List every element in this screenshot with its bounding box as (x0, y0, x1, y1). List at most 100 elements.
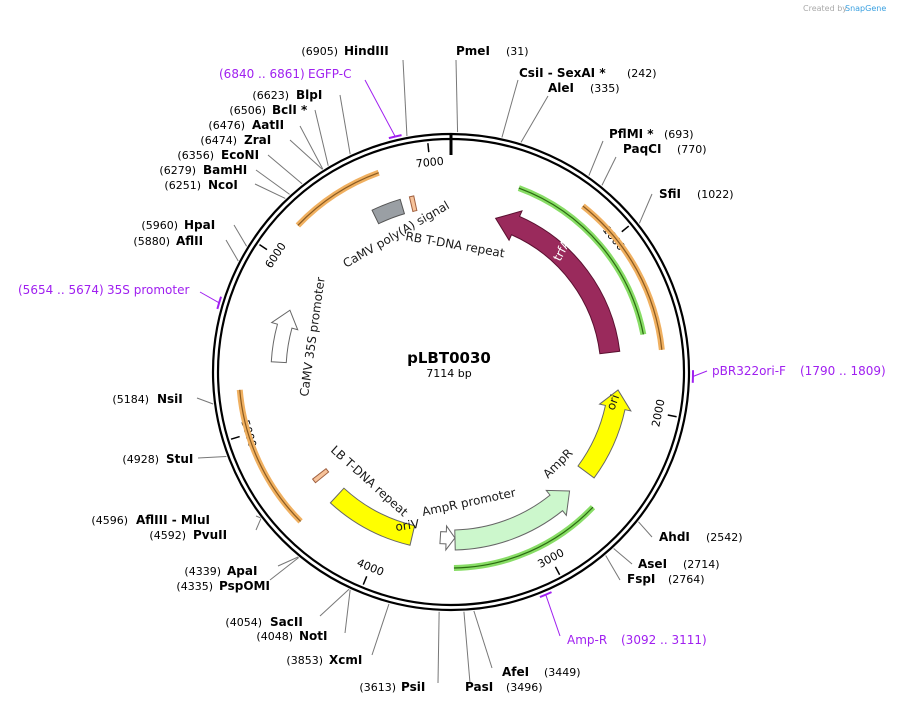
credit-text: Created by (803, 4, 847, 13)
feature-ampr-promoter (439, 524, 456, 552)
site-leader-line (289, 139, 323, 170)
site-leader-line (197, 456, 227, 459)
primer-leader-line (199, 291, 220, 304)
site-pos: (2714) (683, 558, 720, 571)
site-leader-line (255, 518, 262, 531)
site-leader-line (638, 521, 653, 538)
site-pos: (6905) (301, 45, 338, 58)
feature-camv-polya (371, 198, 406, 225)
tick-mark (667, 414, 677, 418)
site-leader-line (255, 515, 261, 519)
site-pos: (4335) (176, 580, 213, 593)
primer-range: (5654 .. 5674) (18, 283, 104, 297)
site-leader-line (344, 589, 351, 634)
tick-mark (362, 576, 368, 585)
site-name: SfiI (659, 187, 681, 201)
site-name: EcoNI (221, 148, 259, 162)
feature-ampr (454, 489, 571, 551)
site-pos: (6474) (200, 134, 237, 147)
site-name: ZraI (244, 133, 271, 147)
site-leader-line (254, 183, 286, 199)
site-pos: (3496) (506, 681, 543, 694)
site-pos: (5960) (141, 219, 178, 232)
primer-mark (539, 591, 552, 599)
site-leader-line (267, 154, 303, 185)
site-name: AfeI (502, 665, 529, 679)
site-pos: (6356) (177, 149, 214, 162)
site-name: PvuII (193, 528, 227, 542)
site-pos: (6623) (252, 89, 289, 102)
primer-mark (216, 296, 222, 310)
site-pos: (6279) (159, 164, 196, 177)
primer-leader-line (692, 370, 708, 377)
feature-trfa (494, 210, 621, 355)
site-pos: (770) (677, 143, 707, 156)
site-leader-line (605, 555, 621, 581)
site-name: XcmI (329, 653, 362, 667)
label-ori: ori (604, 393, 622, 412)
primer-range: (6840 .. 6861) (219, 67, 305, 81)
site-leader-line (196, 397, 214, 405)
site-leader-line (402, 59, 408, 137)
site-name: AflIII - MluI (136, 513, 210, 527)
site-pos: (3853) (286, 654, 323, 667)
label-oriv: oriV (394, 517, 420, 534)
site-name: BclI * (272, 103, 308, 117)
tick-label: 7000 (415, 155, 444, 171)
site-pos: (5880) (133, 235, 170, 248)
site-pos: (242) (627, 67, 657, 80)
site-leader-line (501, 79, 519, 138)
plasmid-size: 7114 bp (426, 367, 471, 380)
primer-name: Amp-R (567, 633, 607, 647)
site-name: PmeI (456, 44, 490, 58)
green-arc-core (518, 187, 644, 335)
primer-mark (388, 134, 402, 140)
site-leader-line (225, 239, 239, 262)
site-pos: (3449) (544, 666, 581, 679)
primer-labels: (6840 .. 6861) EGFP-C (5654 .. 5674) 35S… (18, 67, 886, 647)
primer-name: EGFP-C (308, 67, 351, 81)
orange-arc-core (582, 205, 663, 350)
snapgene-logo: SnapGene (845, 4, 886, 13)
site-leader-line (473, 610, 493, 669)
plasmid-name: pLBT0030 (407, 349, 491, 367)
primer-leader-line (364, 79, 396, 137)
label-ampr-promoter: AmpR promoter (421, 485, 517, 519)
site-name: BlpI (296, 88, 322, 102)
site-name: PflMI * (609, 127, 654, 141)
site-pos: (4048) (256, 630, 293, 643)
site-name: PasI (465, 680, 493, 694)
site-name: SacII (270, 615, 303, 629)
feature-ori (577, 389, 632, 479)
site-name: FspI (627, 572, 655, 586)
site-name: AflII (176, 234, 203, 248)
site-pos: (6251) (164, 179, 201, 192)
site-leader-line (299, 125, 324, 170)
site-pos: (2764) (668, 573, 705, 586)
site-leader-line (638, 193, 653, 224)
enzyme-labels: (6905) HindIII PmeI (31) CsiI - SexAI * … (91, 44, 742, 694)
site-pos: (1022) (697, 188, 734, 201)
feature-rb-tdna (408, 195, 418, 213)
primer-name: pBR322ori-F (712, 364, 786, 378)
site-name: ApaI (227, 564, 257, 578)
feature-camv-35s (270, 309, 299, 364)
tick-label: 6000 (263, 240, 289, 271)
green-arc-core (453, 506, 594, 569)
site-leader-line (455, 59, 459, 133)
tick-mark (621, 225, 630, 233)
site-leader-line (339, 94, 351, 155)
site-leader-line (314, 109, 329, 166)
site-name: AatII (252, 118, 284, 132)
site-leader-line (371, 603, 390, 656)
site-leader-line (255, 169, 290, 195)
site-pos: (4928) (122, 453, 159, 466)
site-leader-line (601, 156, 617, 186)
site-leader-line (520, 95, 549, 143)
site-pos: (4054) (225, 616, 262, 629)
site-pos: (2542) (706, 531, 743, 544)
site-pos: (3613) (359, 681, 396, 694)
site-pos: (335) (590, 82, 620, 95)
site-name: NcoI (208, 178, 238, 192)
